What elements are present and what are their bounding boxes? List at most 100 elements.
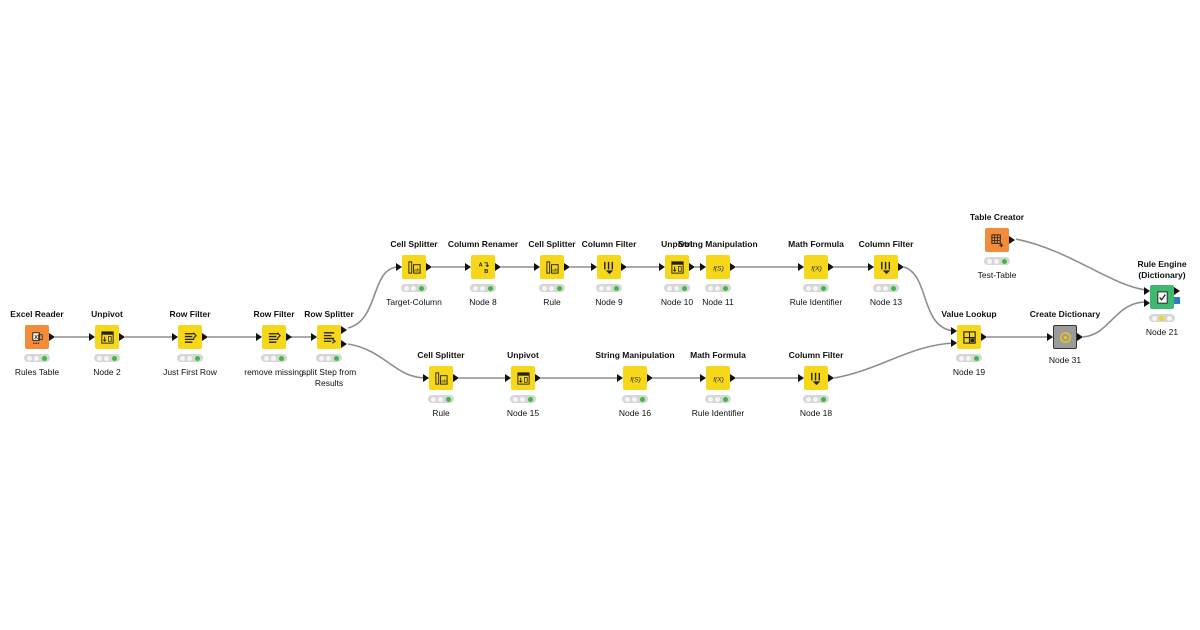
node-annotation[interactable]: Node 11 (702, 297, 734, 307)
node-annotation[interactable]: Rule Identifier (789, 297, 843, 307)
node-body[interactable] (429, 366, 453, 390)
node-body[interactable] (665, 255, 689, 279)
node-annotation[interactable]: Node 15 (506, 408, 540, 418)
input-port-2[interactable] (1144, 299, 1150, 307)
node-annotation[interactable]: Rule (432, 408, 450, 418)
output-port[interactable] (981, 333, 987, 341)
input-port[interactable] (465, 263, 471, 271)
output-port[interactable] (119, 333, 125, 341)
node-annotation[interactable]: Node 16 (618, 408, 652, 418)
node-body[interactable] (957, 325, 981, 349)
input-port[interactable] (534, 263, 540, 271)
node-annotation[interactable]: Just First Row (163, 367, 217, 377)
node-annotation[interactable]: Target-Column (386, 297, 442, 307)
connection-rowsplitter-cellsplitter-bottom[interactable] (347, 343, 427, 379)
output-port[interactable] (647, 374, 653, 382)
connection-columnfilter-valuelookup-top[interactable] (903, 266, 955, 332)
flow-variable-port[interactable] (1174, 297, 1180, 304)
node-annotation[interactable]: Rule Identifier (691, 408, 745, 418)
input-port[interactable] (172, 333, 178, 341)
node-body[interactable] (25, 325, 49, 349)
output-port[interactable] (286, 333, 292, 341)
input-port-2[interactable] (951, 339, 957, 347)
input-port[interactable] (1144, 287, 1150, 295)
output-port[interactable] (202, 333, 208, 341)
input-port[interactable] (659, 263, 665, 271)
connection-rowsplitter-cellsplitter-top[interactable] (347, 266, 400, 329)
output-port[interactable] (426, 263, 432, 271)
connection-columnfilter-valuelookup-bottom[interactable] (833, 342, 955, 379)
node-body[interactable] (511, 366, 535, 390)
node-annotation[interactable]: Node 13 (869, 297, 903, 307)
node-annotation[interactable]: Node 9 (595, 297, 623, 307)
output-port-2[interactable] (341, 340, 347, 348)
output-port[interactable] (730, 374, 736, 382)
node-annotation[interactable]: Node 10 (660, 297, 694, 307)
node-body[interactable] (1053, 325, 1077, 349)
output-port[interactable] (898, 263, 904, 271)
connection-tablecreator-ruleengine[interactable] (1015, 238, 1147, 291)
node-rule-engine[interactable]: Rule Engine (Dictionary)Node 21 (1137, 259, 1186, 337)
input-port[interactable] (700, 374, 706, 382)
node-body[interactable] (95, 325, 119, 349)
output-port[interactable] (564, 263, 570, 271)
node-body[interactable] (804, 366, 828, 390)
node-body[interactable] (706, 366, 730, 390)
node-annotation[interactable]: Node 31 (1048, 355, 1082, 365)
input-port[interactable] (89, 333, 95, 341)
node-annotation[interactable]: Rule (543, 297, 561, 307)
node-body[interactable] (874, 255, 898, 279)
output-port[interactable] (1077, 333, 1083, 341)
output-port[interactable] (730, 263, 736, 271)
input-port[interactable] (798, 374, 804, 382)
input-port[interactable] (423, 374, 429, 382)
output-port[interactable] (49, 333, 55, 341)
input-port[interactable] (311, 333, 317, 341)
node-body[interactable] (540, 255, 564, 279)
output-port[interactable] (453, 374, 459, 382)
input-port[interactable] (951, 327, 957, 335)
node-body[interactable] (623, 366, 647, 390)
node-annotation[interactable]: Node 2 (93, 367, 121, 377)
input-port[interactable] (256, 333, 262, 341)
node-body[interactable] (597, 255, 621, 279)
input-port[interactable] (396, 263, 402, 271)
node-body[interactable] (178, 325, 202, 349)
node-body[interactable] (262, 325, 286, 349)
node-annotation[interactable]: Node 19 (952, 367, 986, 377)
node-body[interactable] (317, 325, 341, 349)
input-port[interactable] (505, 374, 511, 382)
node-body[interactable] (985, 228, 1009, 252)
output-port[interactable] (828, 263, 834, 271)
input-port[interactable] (617, 374, 623, 382)
output-port[interactable] (1009, 236, 1015, 244)
output-port[interactable] (689, 263, 695, 271)
input-port[interactable] (591, 263, 597, 271)
connection-createdictionary-ruleengine[interactable] (1082, 301, 1147, 338)
node-annotation[interactable]: split Step from Results (301, 367, 357, 388)
node-body[interactable] (706, 255, 730, 279)
node-annotation[interactable]: Test-Table (977, 270, 1017, 280)
node-annotation[interactable]: remove missing (244, 367, 304, 377)
output-port[interactable] (495, 263, 501, 271)
node-annotation[interactable]: Node 18 (799, 408, 833, 418)
node-body[interactable] (402, 255, 426, 279)
